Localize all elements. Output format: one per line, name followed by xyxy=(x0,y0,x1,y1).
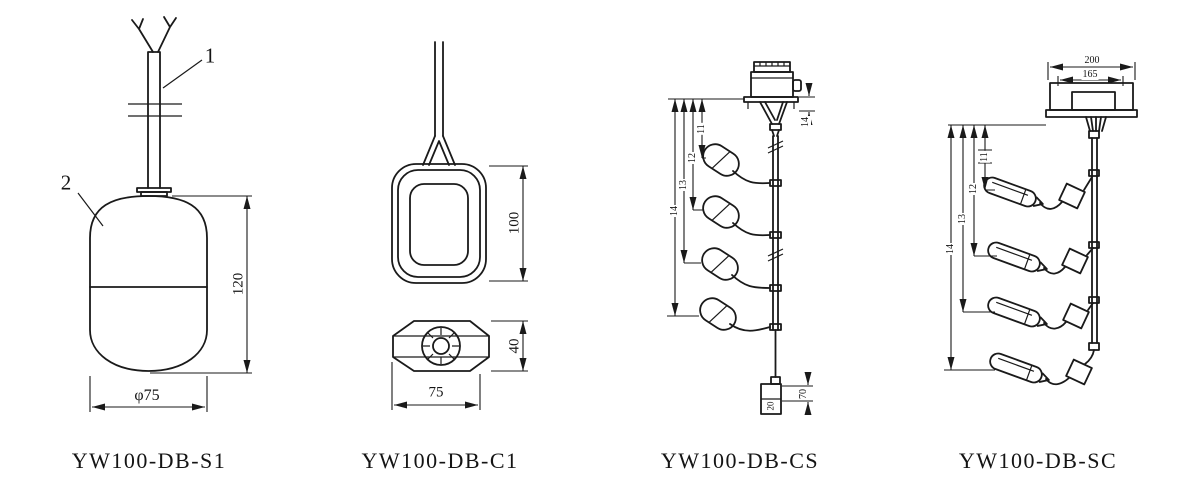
dim-label-weight-height: 70 xyxy=(798,388,809,400)
callout-cable-number: 1 xyxy=(204,43,216,68)
figure-c1-drawing xyxy=(391,41,528,410)
dim-label-sc-l1: 11 xyxy=(979,151,990,163)
dim-label-cs-l3: 13 xyxy=(678,179,689,191)
dim-label-sc-l2: 12 xyxy=(968,183,979,195)
dim-label-cs-l1: 11 xyxy=(696,123,707,135)
dim-label-sc-l4: 14 xyxy=(945,243,956,255)
dim-label-width-75: 75 xyxy=(428,384,444,401)
model-caption-cs: YW100-DB-CS xyxy=(660,448,820,473)
model-caption-s1: YW100-DB-S1 xyxy=(71,448,227,473)
dim-label-thickness-40: 40 xyxy=(506,338,523,354)
figure-cs-drawing xyxy=(667,61,815,415)
dim-label-diameter-75: φ75 xyxy=(134,387,160,404)
dim-label-height-120: 120 xyxy=(230,272,247,296)
model-caption-sc: YW100-DB-SC xyxy=(958,448,1118,473)
dim-label-box-outer-200: 200 xyxy=(1083,55,1101,66)
dim-label-height-100: 100 xyxy=(506,211,523,235)
figure-sc-drawing xyxy=(944,62,1138,386)
callout-float-number: 2 xyxy=(60,170,72,195)
figure-s1-drawing xyxy=(77,16,252,412)
dim-label-cs-l2: 12 xyxy=(687,152,698,164)
dim-label-sc-l3: 13 xyxy=(957,213,968,225)
dim-label-cs-l4: 14 xyxy=(669,205,680,217)
dim-label-weight-width: 20 xyxy=(765,400,776,412)
model-caption-c1: YW100-DB-C1 xyxy=(361,448,519,473)
dim-label-box-inner-165: 165 xyxy=(1081,69,1099,80)
dim-label-cs-head: 14 xyxy=(800,116,811,128)
